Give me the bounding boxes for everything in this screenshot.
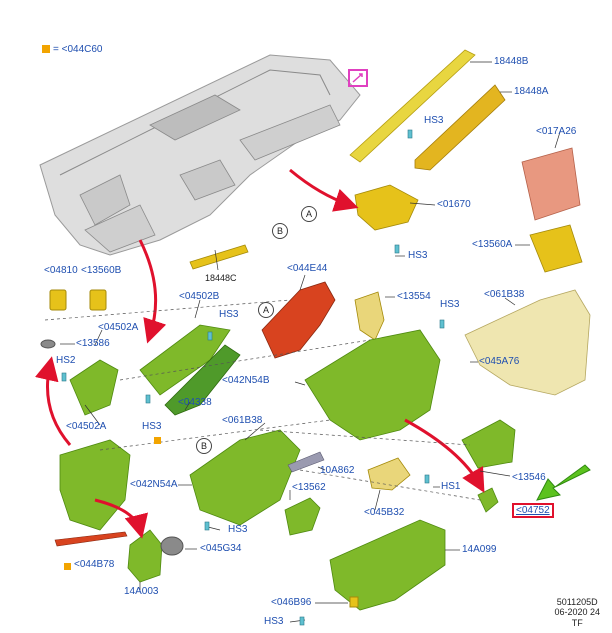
label-hs1[interactable]: HS1 [441,481,461,492]
part-13586 [40,339,56,349]
stamp-line-2: 06-2020 24 [554,607,600,618]
label-hs3-c[interactable]: HS3 [440,299,460,310]
part-044e44 [261,281,336,359]
label-13562[interactable]: <13562 [292,482,326,493]
part-045b32 [367,457,411,491]
label-042n54a[interactable]: <042N54A [130,479,178,490]
part-13554 [354,291,385,341]
label-14a003[interactable]: 14A003 [124,586,159,597]
label-045b32[interactable]: <045B32 [364,507,405,518]
label-04502b[interactable]: <04502B [179,291,220,302]
part-042n54b [304,329,441,441]
instrument-panel-frame [39,54,361,256]
part-04810 [49,289,67,311]
label-061b38-a[interactable]: <061B38 [484,289,525,300]
label-061b38-b[interactable]: <061B38 [222,415,263,426]
legend-marker-icon-2 [64,563,71,570]
part-044b78 [54,531,128,547]
label-18448c[interactable]: 18448C [205,273,237,283]
label-hs3-b[interactable]: HS3 [408,250,428,261]
label-13546[interactable]: <13546 [512,472,546,483]
label-04752-highlight[interactable]: <04752 [512,503,554,518]
part-13560b [89,289,107,311]
part-045g34 [160,536,184,556]
label-046b96[interactable]: <046B96 [271,597,312,608]
legend-marker-icon [42,45,50,54]
ref-circle-a-bottom: A [258,302,274,318]
part-14a099 [329,519,446,611]
label-017a26[interactable]: <017A26 [536,126,577,137]
part-04752 [477,487,499,513]
trim-panel-18448a [414,84,506,171]
label-14a099[interactable]: 14A099 [462,544,497,555]
label-hs3-d[interactable]: HS3 [219,309,239,320]
legend-text: = <044C60 [53,44,103,55]
label-hs3-g[interactable]: HS3 [264,616,284,627]
ref-circle-b-top: B [272,223,288,239]
label-04338[interactable]: <04338 [178,397,212,408]
part-13560a [529,224,583,273]
part-14a003 [127,529,163,583]
ref-circle-b-bottom: B [196,438,212,454]
note-marker-icon [348,69,368,87]
stamp-line-1: 5011205D [556,596,598,607]
screw-markers [61,129,445,626]
leader-lines [60,61,561,623]
label-hs3-f[interactable]: HS3 [228,524,248,535]
drawing-stamp: 5011205D 06-2020 24 TF [554,597,600,629]
part-017a26 [521,147,581,221]
part-13562 [284,497,321,536]
ref-circle-a-top: A [301,206,317,222]
part-18448c [189,244,249,270]
label-10a862[interactable]: 10A862 [320,465,355,476]
part-04338 [164,344,241,416]
part-01670 [354,184,419,231]
stamp-line-3: TF [571,618,583,629]
part-13546 [461,419,516,469]
part-10a862 [287,451,325,473]
part-04502a-upper [69,359,119,416]
part-04502a-lower [59,439,131,531]
label-042n54b[interactable]: <042N54B [222,375,270,386]
label-04810[interactable]: <04810 [44,265,78,276]
label-01670[interactable]: <01670 [437,199,471,210]
label-04502a-top[interactable]: <04502A [98,322,139,333]
label-13560a[interactable]: <13560A [472,239,513,250]
label-hs2[interactable]: HS2 [56,355,76,366]
dashed-guides [44,299,481,501]
green-pointer-arrow [536,464,591,501]
red-arrows [35,168,485,539]
label-18448b[interactable]: 18448B [494,56,529,67]
part-045a76 [464,289,591,396]
label-044e44[interactable]: <044E44 [287,263,328,274]
label-13554[interactable]: <13554 [397,291,431,302]
label-04502a-bot[interactable]: <04502A [66,421,107,432]
square-marker-icon [154,437,161,444]
label-hs3-e[interactable]: HS3 [142,421,162,432]
label-13586[interactable]: <13586 [76,338,110,349]
label-18448a[interactable]: 18448A [514,86,549,97]
part-04502b [139,324,231,396]
trim-strip-18448b [349,49,476,163]
label-13560b[interactable]: <13560B [81,265,122,276]
label-045g34[interactable]: <045G34 [200,543,242,554]
label-hs3-a[interactable]: HS3 [424,115,444,126]
part-046b96 [349,596,359,608]
legend: = <044C60 [42,44,103,55]
label-044b78[interactable]: <044B78 [74,559,115,570]
label-045a76[interactable]: <045A76 [479,356,520,367]
